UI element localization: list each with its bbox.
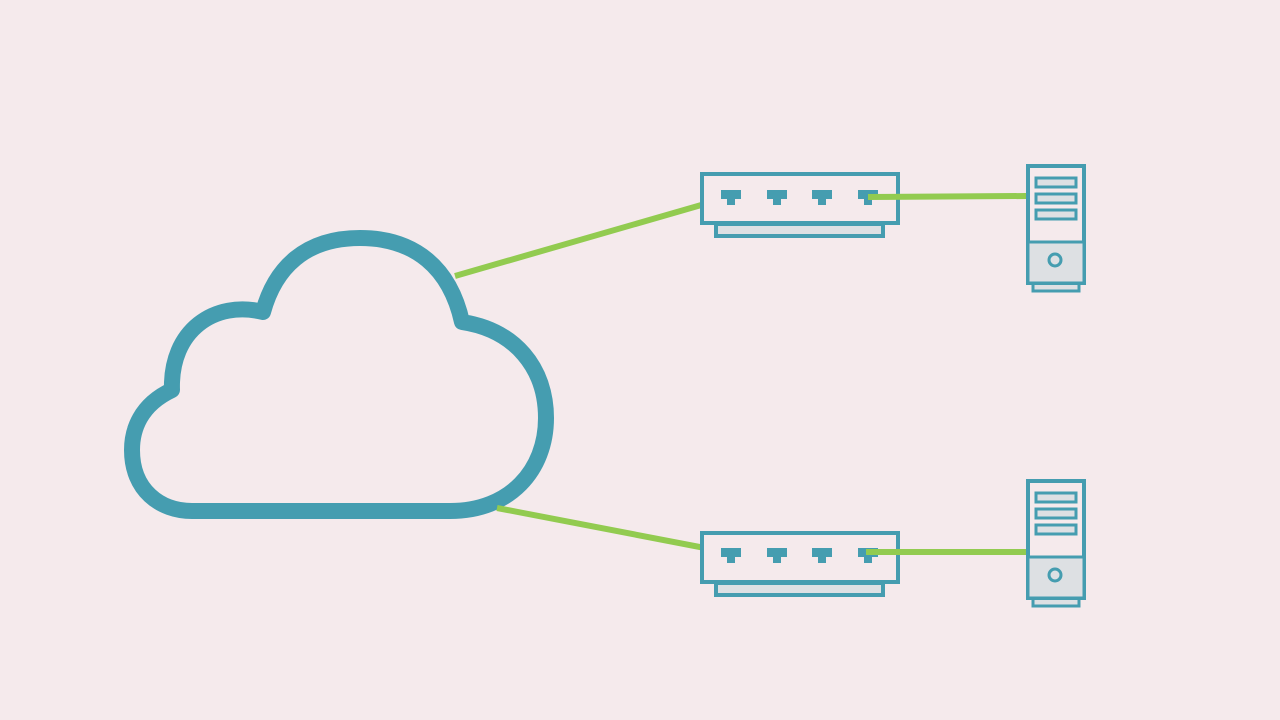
power-button-icon <box>1047 567 1063 583</box>
network-switch-icon <box>700 172 900 238</box>
ethernet-port-icon <box>858 190 878 205</box>
ethernet-port-icon <box>812 190 832 205</box>
server-tower-icon <box>1026 479 1086 608</box>
switch-ports <box>721 190 878 205</box>
ethernet-port-icon <box>767 548 787 563</box>
cloud-icon <box>124 230 554 519</box>
ethernet-port-icon <box>812 548 832 563</box>
link-cloud-switch-bottom <box>496 505 732 556</box>
ethernet-port-icon <box>721 190 741 205</box>
server-tower-icon <box>1026 164 1086 293</box>
ethernet-port-icon <box>721 548 741 563</box>
link-switch-top-server-top <box>867 193 1027 200</box>
network-switch-icon <box>700 531 900 597</box>
power-button-icon <box>1047 252 1063 268</box>
link-cloud-switch-top <box>454 194 730 279</box>
ethernet-port-icon <box>767 190 787 205</box>
